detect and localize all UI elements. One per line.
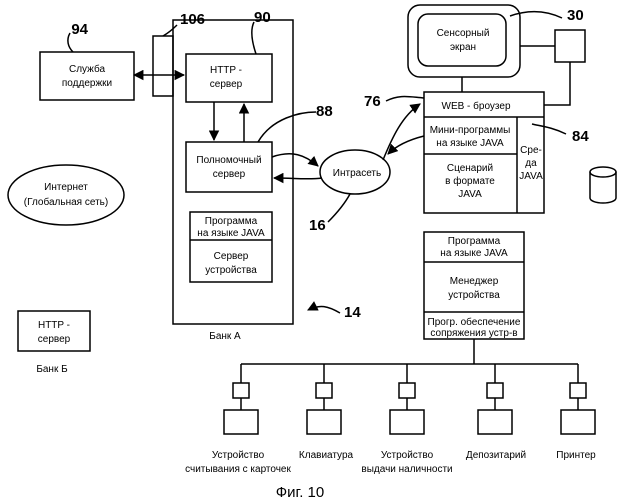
- proxy-to-intranet-arrow: [272, 154, 318, 166]
- device-branch-keyboard: [307, 364, 341, 434]
- cash-dispenser-label-2: выдачи наличности: [361, 464, 452, 475]
- device-branch-cash: [390, 364, 424, 434]
- leader-30: [510, 12, 562, 18]
- intranet-label: Интрасеть: [333, 168, 381, 179]
- java-program-a-label-1: Программа: [205, 216, 258, 227]
- internet-ellipse: [8, 165, 124, 225]
- connector-106: [153, 36, 173, 96]
- http-server-a-box: [186, 54, 272, 102]
- http-server-b-label-2: сервер: [38, 334, 71, 345]
- proxy-server-label-2: сервер: [213, 169, 246, 180]
- java-env-label-2: да: [525, 158, 537, 169]
- proxy-server-box: [186, 142, 272, 192]
- device-server-label-2: устройства: [205, 265, 257, 276]
- terminal-to-browser-line: [544, 62, 570, 105]
- leader-90: [252, 22, 256, 54]
- card-reader-label-2: считывания с карточек: [185, 464, 291, 475]
- java-program-b-label-2: на языке JAVA: [440, 248, 508, 259]
- bank-a-label: Банк А: [209, 331, 241, 342]
- intranet-to-proxy-arrow: [274, 178, 322, 179]
- intranet-to-browser-arrow: [383, 104, 420, 160]
- internet-label-2: (Глобальная сеть): [24, 196, 108, 208]
- ref-88: 88: [316, 103, 333, 120]
- java-env-label-1: Сре-: [520, 145, 542, 156]
- leader-106: [163, 25, 177, 36]
- http-server-a-label-2: сервер: [210, 79, 243, 90]
- ref-90: 90: [254, 9, 271, 26]
- web-browser-label: WEB - броузер: [442, 100, 511, 112]
- leader-16: [328, 194, 350, 222]
- java-applets-label-2: на языке JAVA: [436, 138, 504, 149]
- device-branch-depository: [478, 364, 512, 434]
- database-top: [590, 167, 616, 177]
- applets-to-intranet-arrow: [388, 136, 424, 154]
- java-env-label-3: JAVA: [519, 171, 543, 182]
- device-server-label-1: Сервер: [214, 251, 249, 262]
- support-service-box: [40, 52, 134, 100]
- touch-screen-label-2: экран: [450, 42, 476, 53]
- java-script-label-1: Сценарий: [447, 163, 493, 174]
- device-branch-printer: [561, 364, 595, 434]
- device-branch-card-reader: [224, 364, 258, 434]
- java-applets-label-1: Мини-программы: [430, 125, 511, 136]
- java-script-label-2: в формате: [445, 175, 495, 187]
- http-server-b-box: [18, 311, 90, 351]
- card-reader-label-1: Устройство: [212, 450, 265, 461]
- java-program-b-label-1: Программа: [448, 236, 501, 247]
- depository-label: Депозитарий: [466, 450, 526, 461]
- touch-screen-label-1: Сенсорный: [437, 28, 490, 39]
- java-program-a-label-2: на языке JAVA: [197, 228, 265, 239]
- support-label-1: Служба: [69, 63, 105, 75]
- terminal-box: [555, 30, 585, 62]
- device-manager-label-1: Менеджер: [450, 276, 499, 287]
- ref-30: 30: [567, 7, 584, 24]
- figure-caption: Фиг. 10: [276, 484, 324, 500]
- leader-76: [386, 97, 424, 102]
- bank-b-label: Банк Б: [36, 364, 68, 375]
- ref-76: 76: [364, 93, 381, 110]
- keyboard-label: Клавиатура: [299, 450, 354, 461]
- leader-14: [308, 306, 340, 313]
- http-server-a-label-1: HTTP -: [210, 65, 242, 76]
- ref-16: 16: [309, 217, 326, 234]
- ref-106: 106: [180, 11, 205, 28]
- ref-84: 84: [572, 128, 589, 145]
- java-script-label-3: JAVA: [458, 189, 482, 200]
- leader-84: [532, 124, 566, 134]
- http-server-b-label-1: HTTP -: [38, 320, 70, 331]
- ref-14: 14: [344, 304, 361, 321]
- touch-screen-inner: [418, 14, 506, 66]
- device-interface-label-1: Прогр. обеспечение: [428, 316, 521, 328]
- ref-94: 94: [71, 21, 88, 38]
- internet-label-1: Интернет: [44, 182, 88, 193]
- leader-88: [258, 112, 316, 142]
- device-interface-label-2: сопряжения устр-в: [430, 328, 517, 339]
- support-label-2: поддержки: [62, 78, 112, 89]
- device-manager-label-2: устройства: [448, 290, 500, 301]
- printer-label: Принтер: [556, 450, 596, 461]
- cash-dispenser-label-1: Устройство: [381, 450, 434, 461]
- proxy-server-label-1: Полномочный: [196, 155, 261, 166]
